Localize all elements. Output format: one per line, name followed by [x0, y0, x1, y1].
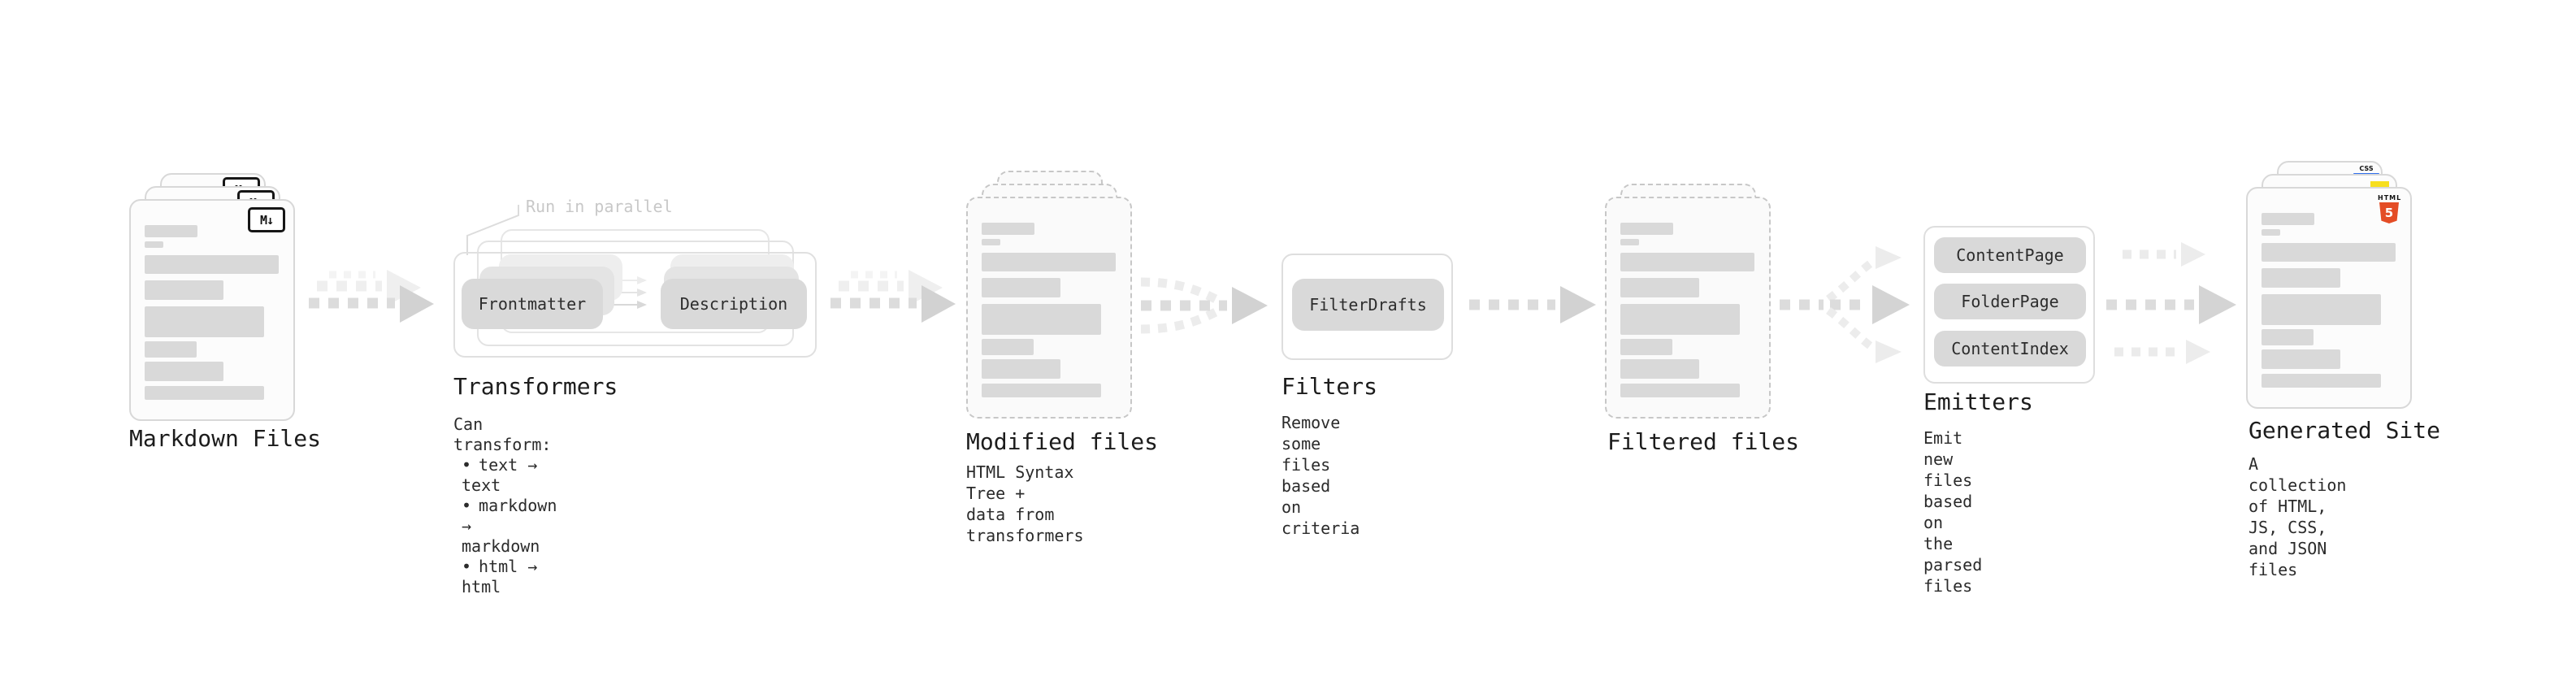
filters-title: Filters [1281, 373, 1378, 400]
arrow-emitters-to-generated [2106, 242, 2236, 364]
text-line-bar [145, 280, 223, 300]
text-line-bar [982, 384, 1101, 397]
contentpage-emitter-button: ContentPage [1934, 237, 2086, 273]
text-line-bar [2262, 268, 2340, 288]
text-line-bar [1620, 278, 1699, 297]
text-line-bar [982, 223, 1034, 235]
text-line-bar [2262, 374, 2381, 388]
emitters-title: Emitters [1923, 388, 2033, 415]
transform-bullet: •markdown → markdown [453, 496, 557, 557]
text-line-bar [2262, 294, 2381, 325]
text-line-bar [982, 239, 1000, 245]
html5-icon: HTML 5 [2378, 194, 2400, 223]
text-line-bar [145, 255, 279, 274]
document-text-lines [1607, 198, 1769, 417]
folderpage-emitter-button: FolderPage [1934, 284, 2086, 319]
bullet-glyph: • [462, 496, 472, 515]
arrow-markdown-to-transformers [309, 270, 434, 323]
text-line-bar [982, 278, 1060, 297]
transform-bullet: •html → html [453, 557, 557, 597]
document-text-lines [968, 198, 1130, 417]
text-line-bar [145, 341, 197, 358]
generated-site-description: A collection of HTML, JS, CSS, and JSON … [2249, 454, 2347, 579]
transformer-frame-front [453, 252, 817, 358]
bullet-text: markdown → markdown [462, 496, 557, 556]
text-line-bar [982, 304, 1101, 335]
text-line-bar [1620, 339, 1672, 355]
run-in-parallel-callout: Run in parallel [526, 197, 673, 216]
markdown-file-card-front: M↓ [129, 199, 295, 421]
bullet-text: html → html [462, 557, 538, 596]
emitters-description: Emit new files based on the parsed files [1923, 428, 1983, 596]
html5-shield: 5 [2379, 202, 2399, 223]
arrow-filtered-to-emitters [1780, 246, 1910, 363]
transform-bullet: •text → text [453, 455, 557, 496]
filtered-file-card-front [1605, 197, 1771, 419]
text-line-bar [1620, 304, 1740, 335]
generated-html-file-card: HTML 5 [2246, 187, 2412, 409]
modified-files-description: HTML Syntax Tree + data from transformer… [966, 462, 1084, 545]
document-text-lines [131, 201, 293, 419]
modified-files-label: Modified files [966, 428, 1159, 455]
text-line-bar [2262, 349, 2340, 369]
arrow-modified-to-filters [1140, 277, 1268, 334]
markdown-icon: M↓ [248, 207, 285, 232]
generated-site-label: Generated Site [2249, 417, 2441, 444]
text-line-bar [1620, 239, 1639, 245]
text-line-bar [2262, 213, 2314, 225]
contentindex-emitter-button: ContentIndex [1934, 331, 2086, 367]
transformers-title: Transformers [453, 373, 618, 400]
text-line-bar [145, 225, 197, 237]
text-line-bar [2262, 329, 2314, 345]
frontmatter-transformer-button: Frontmatter [462, 279, 603, 329]
arrow-filters-to-filtered [1469, 286, 1596, 323]
markdown-files-label: Markdown Files [129, 425, 322, 452]
filters-description: Remove some files based on criteria [1281, 413, 1360, 538]
filtered-files-label: Filtered files [1607, 428, 1800, 455]
document-text-lines [2248, 189, 2410, 407]
text-line-bar [1620, 253, 1754, 271]
arrow-transformers-to-modified [830, 270, 956, 323]
text-line-bar [982, 339, 1034, 355]
text-line-bar [145, 241, 163, 248]
transformers-description: Can transform: •text → text •markdown → … [453, 414, 557, 597]
run-in-parallel-callout-line [466, 205, 519, 255]
css-label: CSS [2359, 165, 2374, 172]
modified-file-card-front [966, 197, 1132, 419]
text-line-bar [2262, 229, 2280, 236]
text-line-bar [145, 362, 223, 381]
text-line-bar [1620, 384, 1740, 397]
text-line-bar [1620, 223, 1673, 235]
can-transform-heading: Can transform: [453, 414, 552, 454]
description-transformer-button: Description [661, 279, 807, 329]
text-line-bar [982, 253, 1116, 271]
text-line-bar [1620, 359, 1699, 379]
html5-wordmark: HTML [2378, 194, 2402, 202]
text-line-bar [145, 386, 264, 400]
bullet-glyph: • [462, 455, 472, 475]
filterdrafts-button: FilterDrafts [1292, 279, 1444, 331]
bullet-glyph: • [462, 557, 472, 576]
text-line-bar [145, 306, 264, 337]
text-line-bar [2262, 243, 2396, 262]
bullet-text: text → text [462, 455, 538, 495]
html5-number: 5 [2384, 206, 2394, 220]
text-line-bar [982, 359, 1060, 379]
